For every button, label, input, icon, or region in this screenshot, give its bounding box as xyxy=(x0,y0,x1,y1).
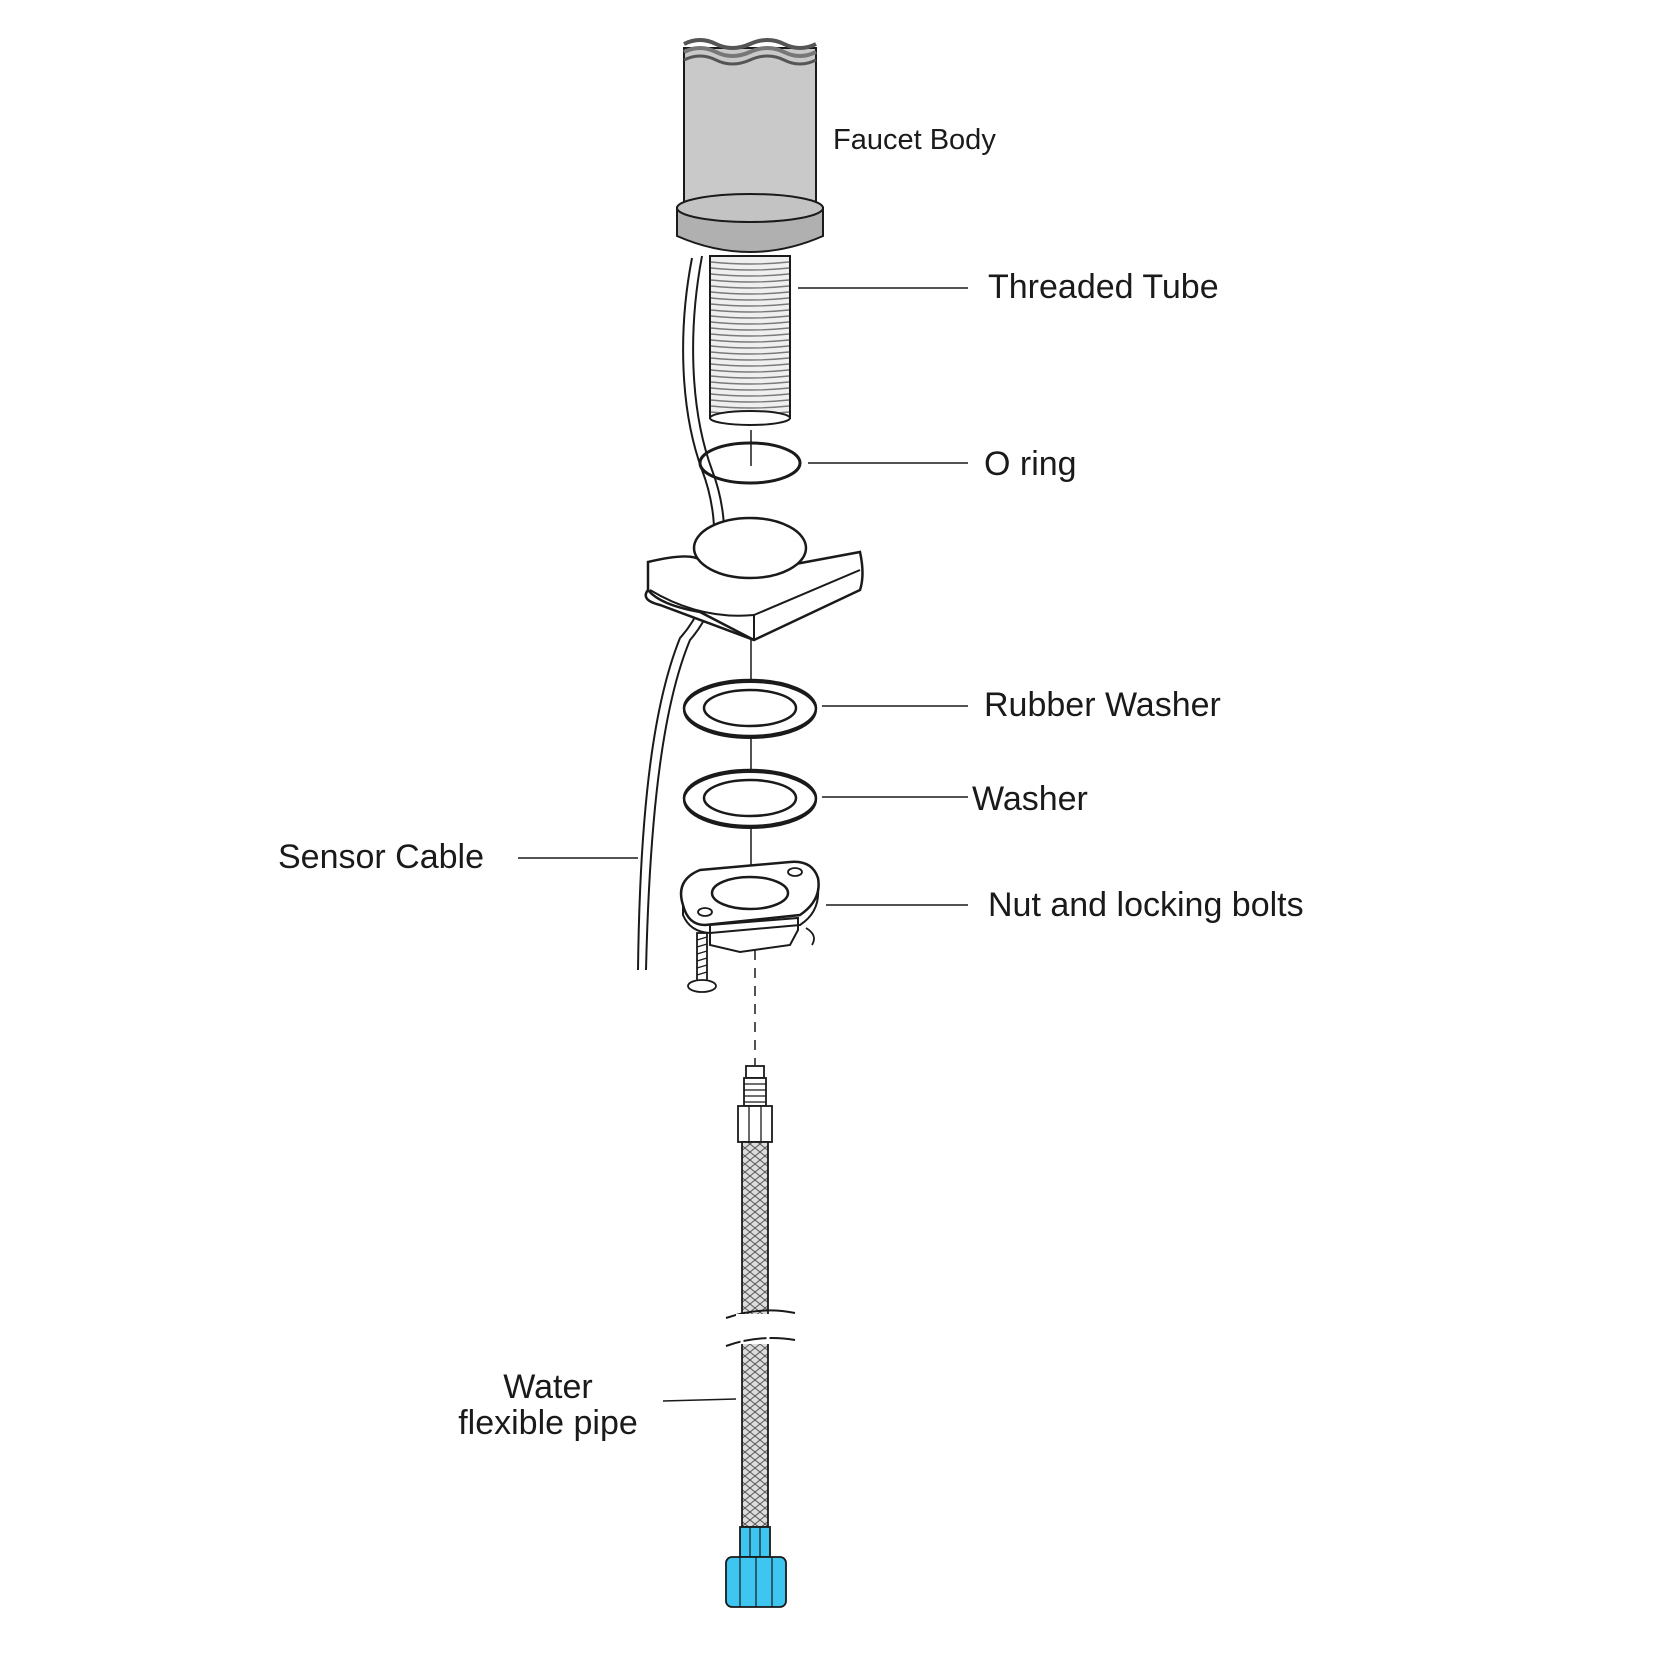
thread-line xyxy=(710,303,790,307)
thread-line xyxy=(710,327,790,331)
faucet-body xyxy=(683,38,817,209)
thread-line xyxy=(710,399,790,403)
water-flexible-pipe xyxy=(725,1065,796,1608)
thread-line xyxy=(710,291,790,295)
label-o-ring: O ring xyxy=(984,445,1077,483)
thread-line xyxy=(710,363,790,367)
label-sensor-cable: Sensor Cable xyxy=(278,838,485,876)
thread-line xyxy=(710,369,790,373)
thread-line xyxy=(710,387,790,391)
thread-line xyxy=(710,339,790,343)
leader-water-pipe xyxy=(662,1398,737,1402)
thread-line xyxy=(710,297,790,301)
leader-lines xyxy=(518,287,968,1402)
label-faucet-body: Faucet Body xyxy=(833,124,996,156)
thread-line xyxy=(710,351,790,355)
label-washer: Washer xyxy=(972,780,1088,818)
washer xyxy=(682,768,818,829)
thread-line xyxy=(710,285,790,289)
thread-line xyxy=(710,375,790,379)
thread-line xyxy=(710,321,790,325)
thread-line xyxy=(710,261,790,265)
thread-line xyxy=(710,309,790,313)
thread-line xyxy=(710,333,790,337)
thread-line xyxy=(710,315,790,319)
label-water-pipe: Water flexible pipe xyxy=(438,1368,658,1442)
label-nut-and-bolts: Nut and locking bolts xyxy=(988,886,1304,924)
thread-line xyxy=(710,381,790,385)
label-water-pipe-line2: flexible pipe xyxy=(458,1403,638,1442)
thread-line xyxy=(710,393,790,397)
label-threaded-tube: Threaded Tube xyxy=(988,268,1219,306)
thread-line xyxy=(710,279,790,283)
thread-line xyxy=(710,267,790,271)
threaded-tube xyxy=(709,255,791,426)
label-rubber-washer: Rubber Washer xyxy=(984,686,1221,724)
sink-deck xyxy=(644,516,864,642)
faucet-base-collar xyxy=(676,193,824,253)
nut-and-bolts xyxy=(679,860,820,993)
o-ring xyxy=(698,441,802,485)
thread-line xyxy=(710,345,790,349)
thread-line xyxy=(710,357,790,361)
label-water-pipe-line1: Water xyxy=(503,1368,593,1406)
thread-line xyxy=(710,273,790,277)
thread-line xyxy=(710,405,790,409)
rubber-washer xyxy=(682,678,818,739)
